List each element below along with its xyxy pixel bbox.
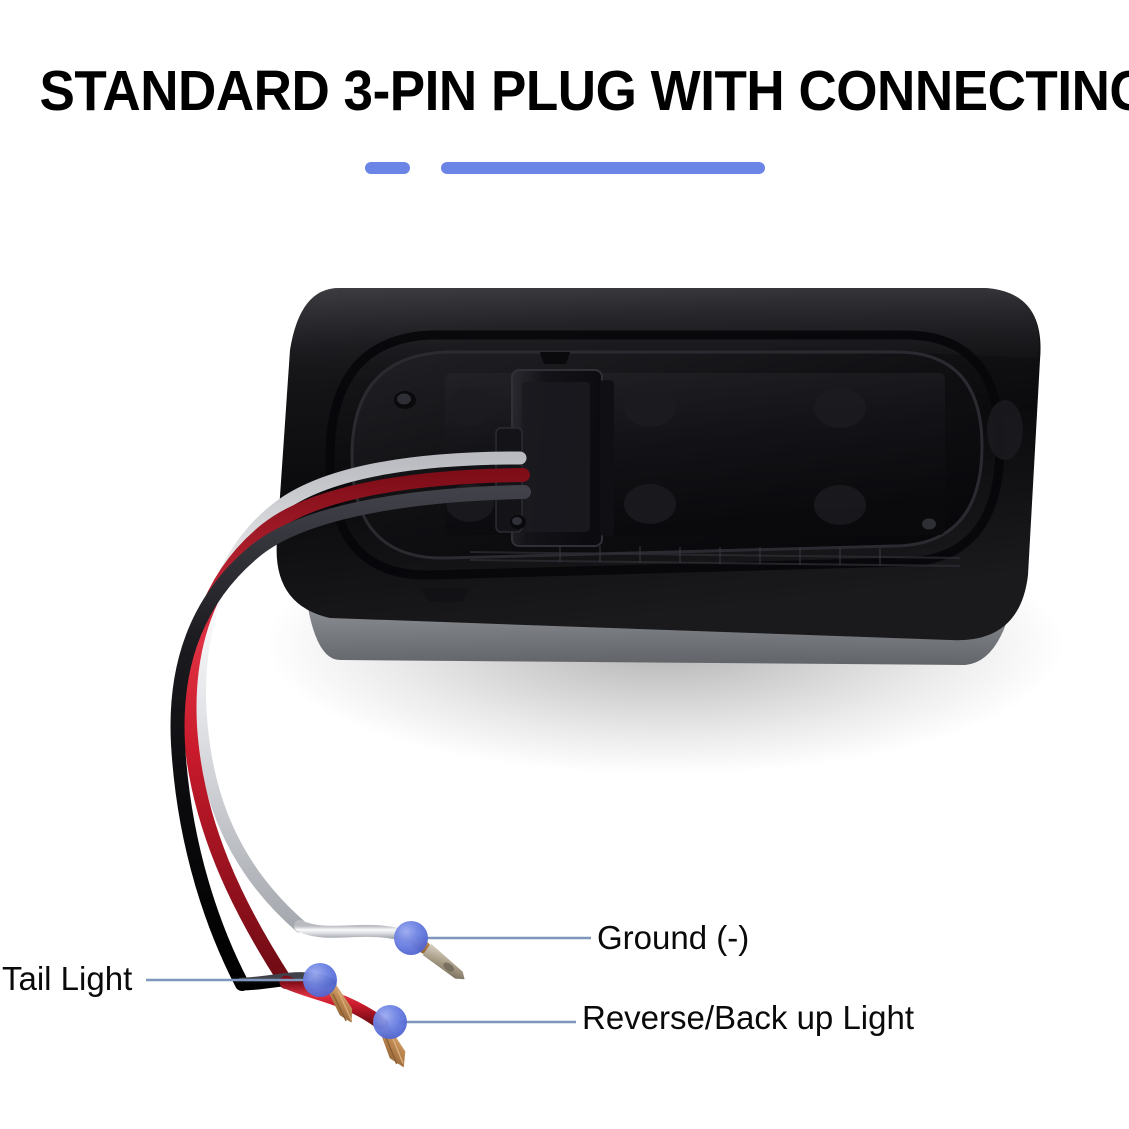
- mounting-screws: [394, 391, 941, 534]
- title-divider: [0, 158, 1129, 178]
- housing-outer-groove: [325, 330, 1005, 580]
- callout-label-reverse-backup: Reverse/Back up Light: [582, 999, 915, 1036]
- housing-top-sheen: [285, 288, 1039, 410]
- callout-label-ground: Ground (-): [597, 919, 750, 956]
- terminal-white-ground: [411, 935, 465, 980]
- housing-notch-bottom: [420, 588, 470, 602]
- product-photo: [0, 240, 1129, 1070]
- product-illustration: [170, 288, 1065, 1068]
- terminal-red-reverse: [379, 1025, 406, 1068]
- divider-pill-short: [364, 162, 410, 174]
- callout-label-tail-light: Tail Light: [2, 960, 133, 997]
- wire-black-tail: [170, 485, 531, 991]
- wire-white-tip-run: [294, 920, 418, 944]
- divider-pill-long: [440, 162, 765, 174]
- housing-notch-top: [540, 352, 570, 364]
- housing-vent-ridges: [469, 551, 961, 567]
- housing-vent-teeth: [559, 546, 881, 566]
- page-title: STANDARD 3-PIN PLUG WITH CONNECTING WIRE: [39, 59, 1129, 123]
